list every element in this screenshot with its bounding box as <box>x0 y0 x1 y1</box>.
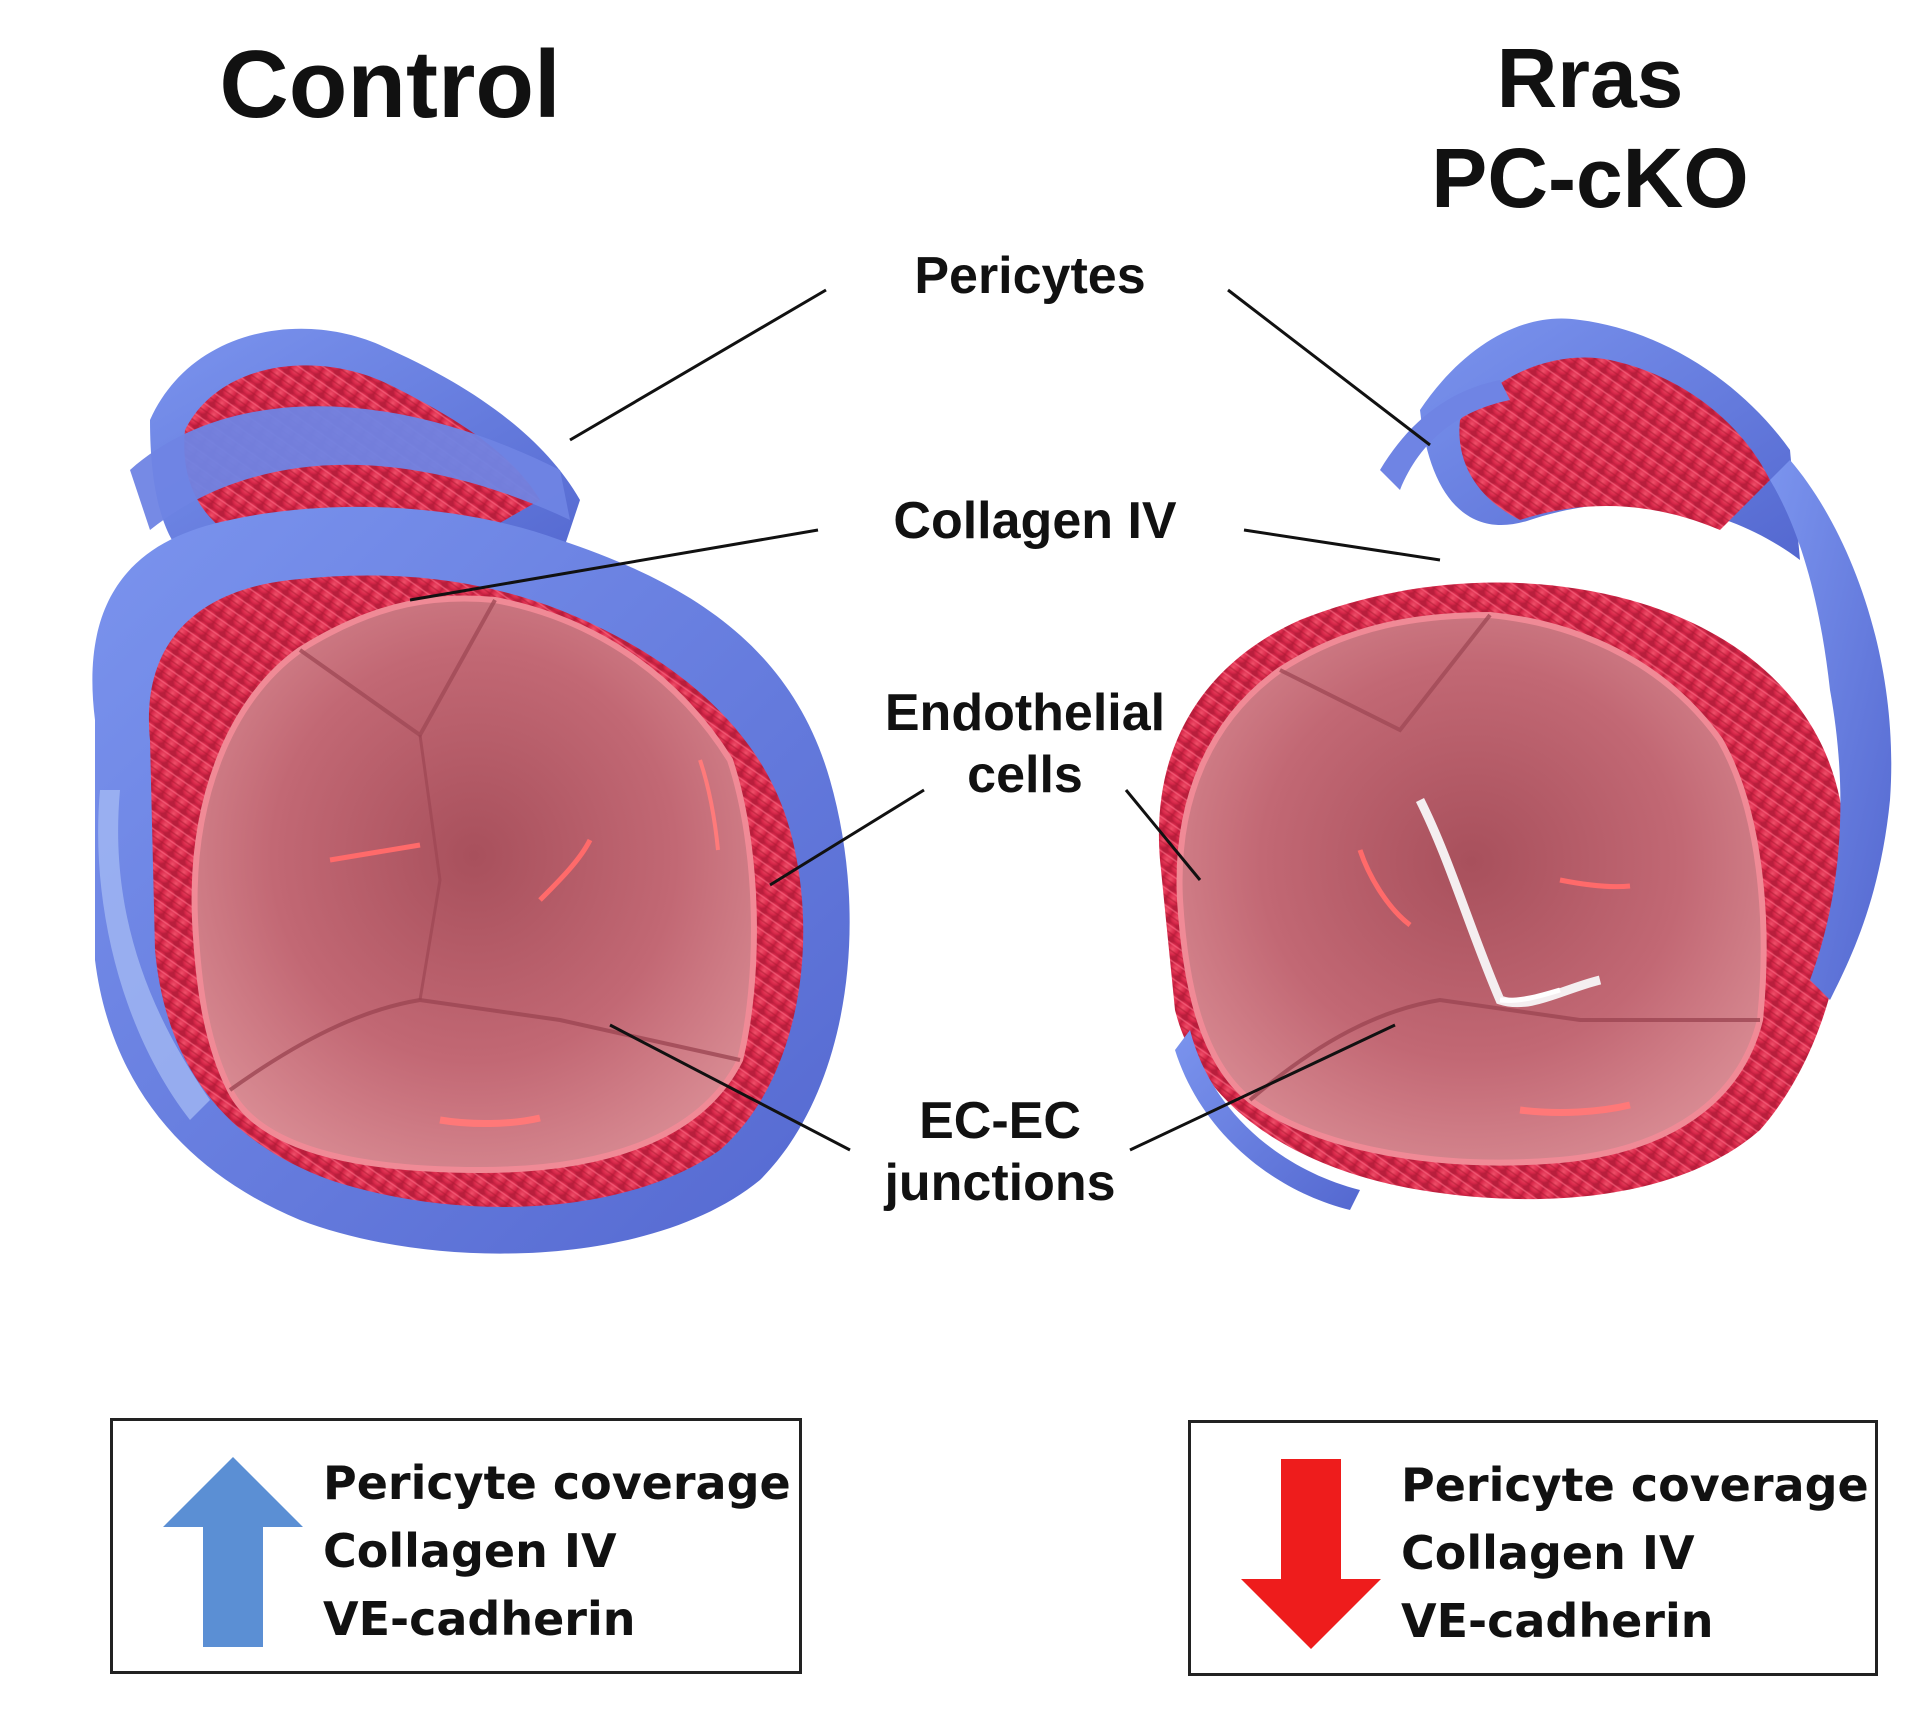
rras-vessel <box>1158 318 1892 1210</box>
label-ec-ec-junctions: EC-EC junctions <box>850 1090 1150 1214</box>
legend-control: Pericyte coverage Collagen IV VE-cadheri… <box>110 1418 802 1674</box>
legend-control-items: Pericyte coverage Collagen IV VE-cadheri… <box>323 1449 791 1653</box>
legend-rras-item: Pericyte coverage <box>1401 1458 1869 1512</box>
leader-endothelial-right <box>1124 789 1202 881</box>
arrow-up-icon <box>163 1457 303 1647</box>
leader-collagen-right <box>1243 528 1441 562</box>
label-collagen-iv: Collagen IV <box>893 492 1177 550</box>
legend-rras: Pericyte coverage Collagen IV VE-cadheri… <box>1188 1420 1878 1676</box>
control-vessel <box>92 328 850 1254</box>
label-endothelial-line2: cells <box>967 746 1083 804</box>
rras-title: Rras PC-cKO <box>1380 28 1800 228</box>
label-junctions-line1: EC-EC <box>919 1092 1081 1150</box>
rras-collagen-back <box>1459 357 1770 530</box>
control-endothelial-lumen <box>191 595 757 1174</box>
rras-pericyte-patch-1 <box>1770 460 1892 1000</box>
rras-title-line1: Rras <box>1496 31 1684 125</box>
rras-pericyte-patch-2 <box>1175 1030 1360 1210</box>
rras-title-line2: PC-cKO <box>1431 131 1749 225</box>
leader-junctions-left <box>609 1023 851 1152</box>
leader-pericytes-left <box>569 288 827 442</box>
legend-control-item: Collagen IV <box>323 1524 617 1578</box>
label-junctions-line2: junctions <box>884 1154 1116 1212</box>
leader-collagen-left <box>409 528 819 602</box>
legend-control-item: Pericyte coverage <box>323 1456 791 1510</box>
control-title: Control <box>219 31 561 138</box>
legend-control-item: VE-cadherin <box>323 1592 636 1646</box>
leader-lines <box>409 288 1441 1152</box>
legend-rras-items: Pericyte coverage Collagen IV VE-cadheri… <box>1401 1451 1869 1655</box>
arrow-down-icon <box>1241 1459 1381 1649</box>
leader-junctions-right <box>1129 1023 1396 1152</box>
leader-endothelial-left <box>769 788 925 887</box>
label-endothelial-cells: Endothelial cells <box>840 682 1210 806</box>
rras-disrupted-junction <box>1415 797 1602 1008</box>
label-endothelial-line1: Endothelial <box>884 684 1166 742</box>
legend-rras-item: Collagen IV <box>1401 1526 1695 1580</box>
leader-pericytes-right <box>1227 288 1431 447</box>
rras-endothelial-lumen <box>1176 611 1767 1166</box>
legend-rras-item: VE-cadherin <box>1401 1594 1714 1648</box>
label-pericytes: Pericytes <box>914 247 1146 305</box>
